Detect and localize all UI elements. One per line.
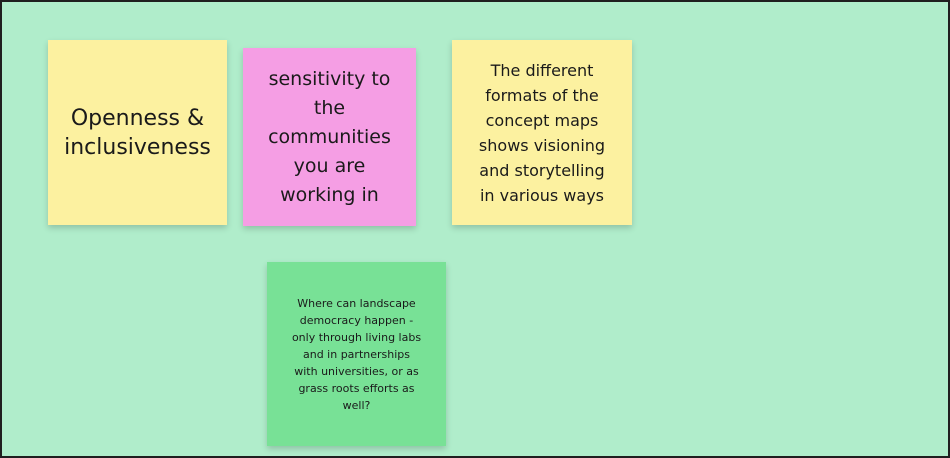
sticky-note-openness[interactable]: Openness & inclusiveness xyxy=(48,40,227,225)
sticky-note-landscape-democracy[interactable]: Where can landscape democracy happen - o… xyxy=(267,262,446,446)
sticky-note-text: Where can landscape democracy happen - o… xyxy=(291,296,422,412)
sticky-note-sensitivity[interactable]: sensitivity to the communities you are w… xyxy=(243,48,416,226)
sticky-note-concept-maps[interactable]: The different formats of the concept map… xyxy=(452,40,632,225)
sticky-note-text: The different formats of the concept map… xyxy=(478,60,606,205)
sticky-note-text: Openness & inclusiveness xyxy=(64,105,211,160)
sticky-note-text: sensitivity to the communities you are w… xyxy=(268,67,391,206)
